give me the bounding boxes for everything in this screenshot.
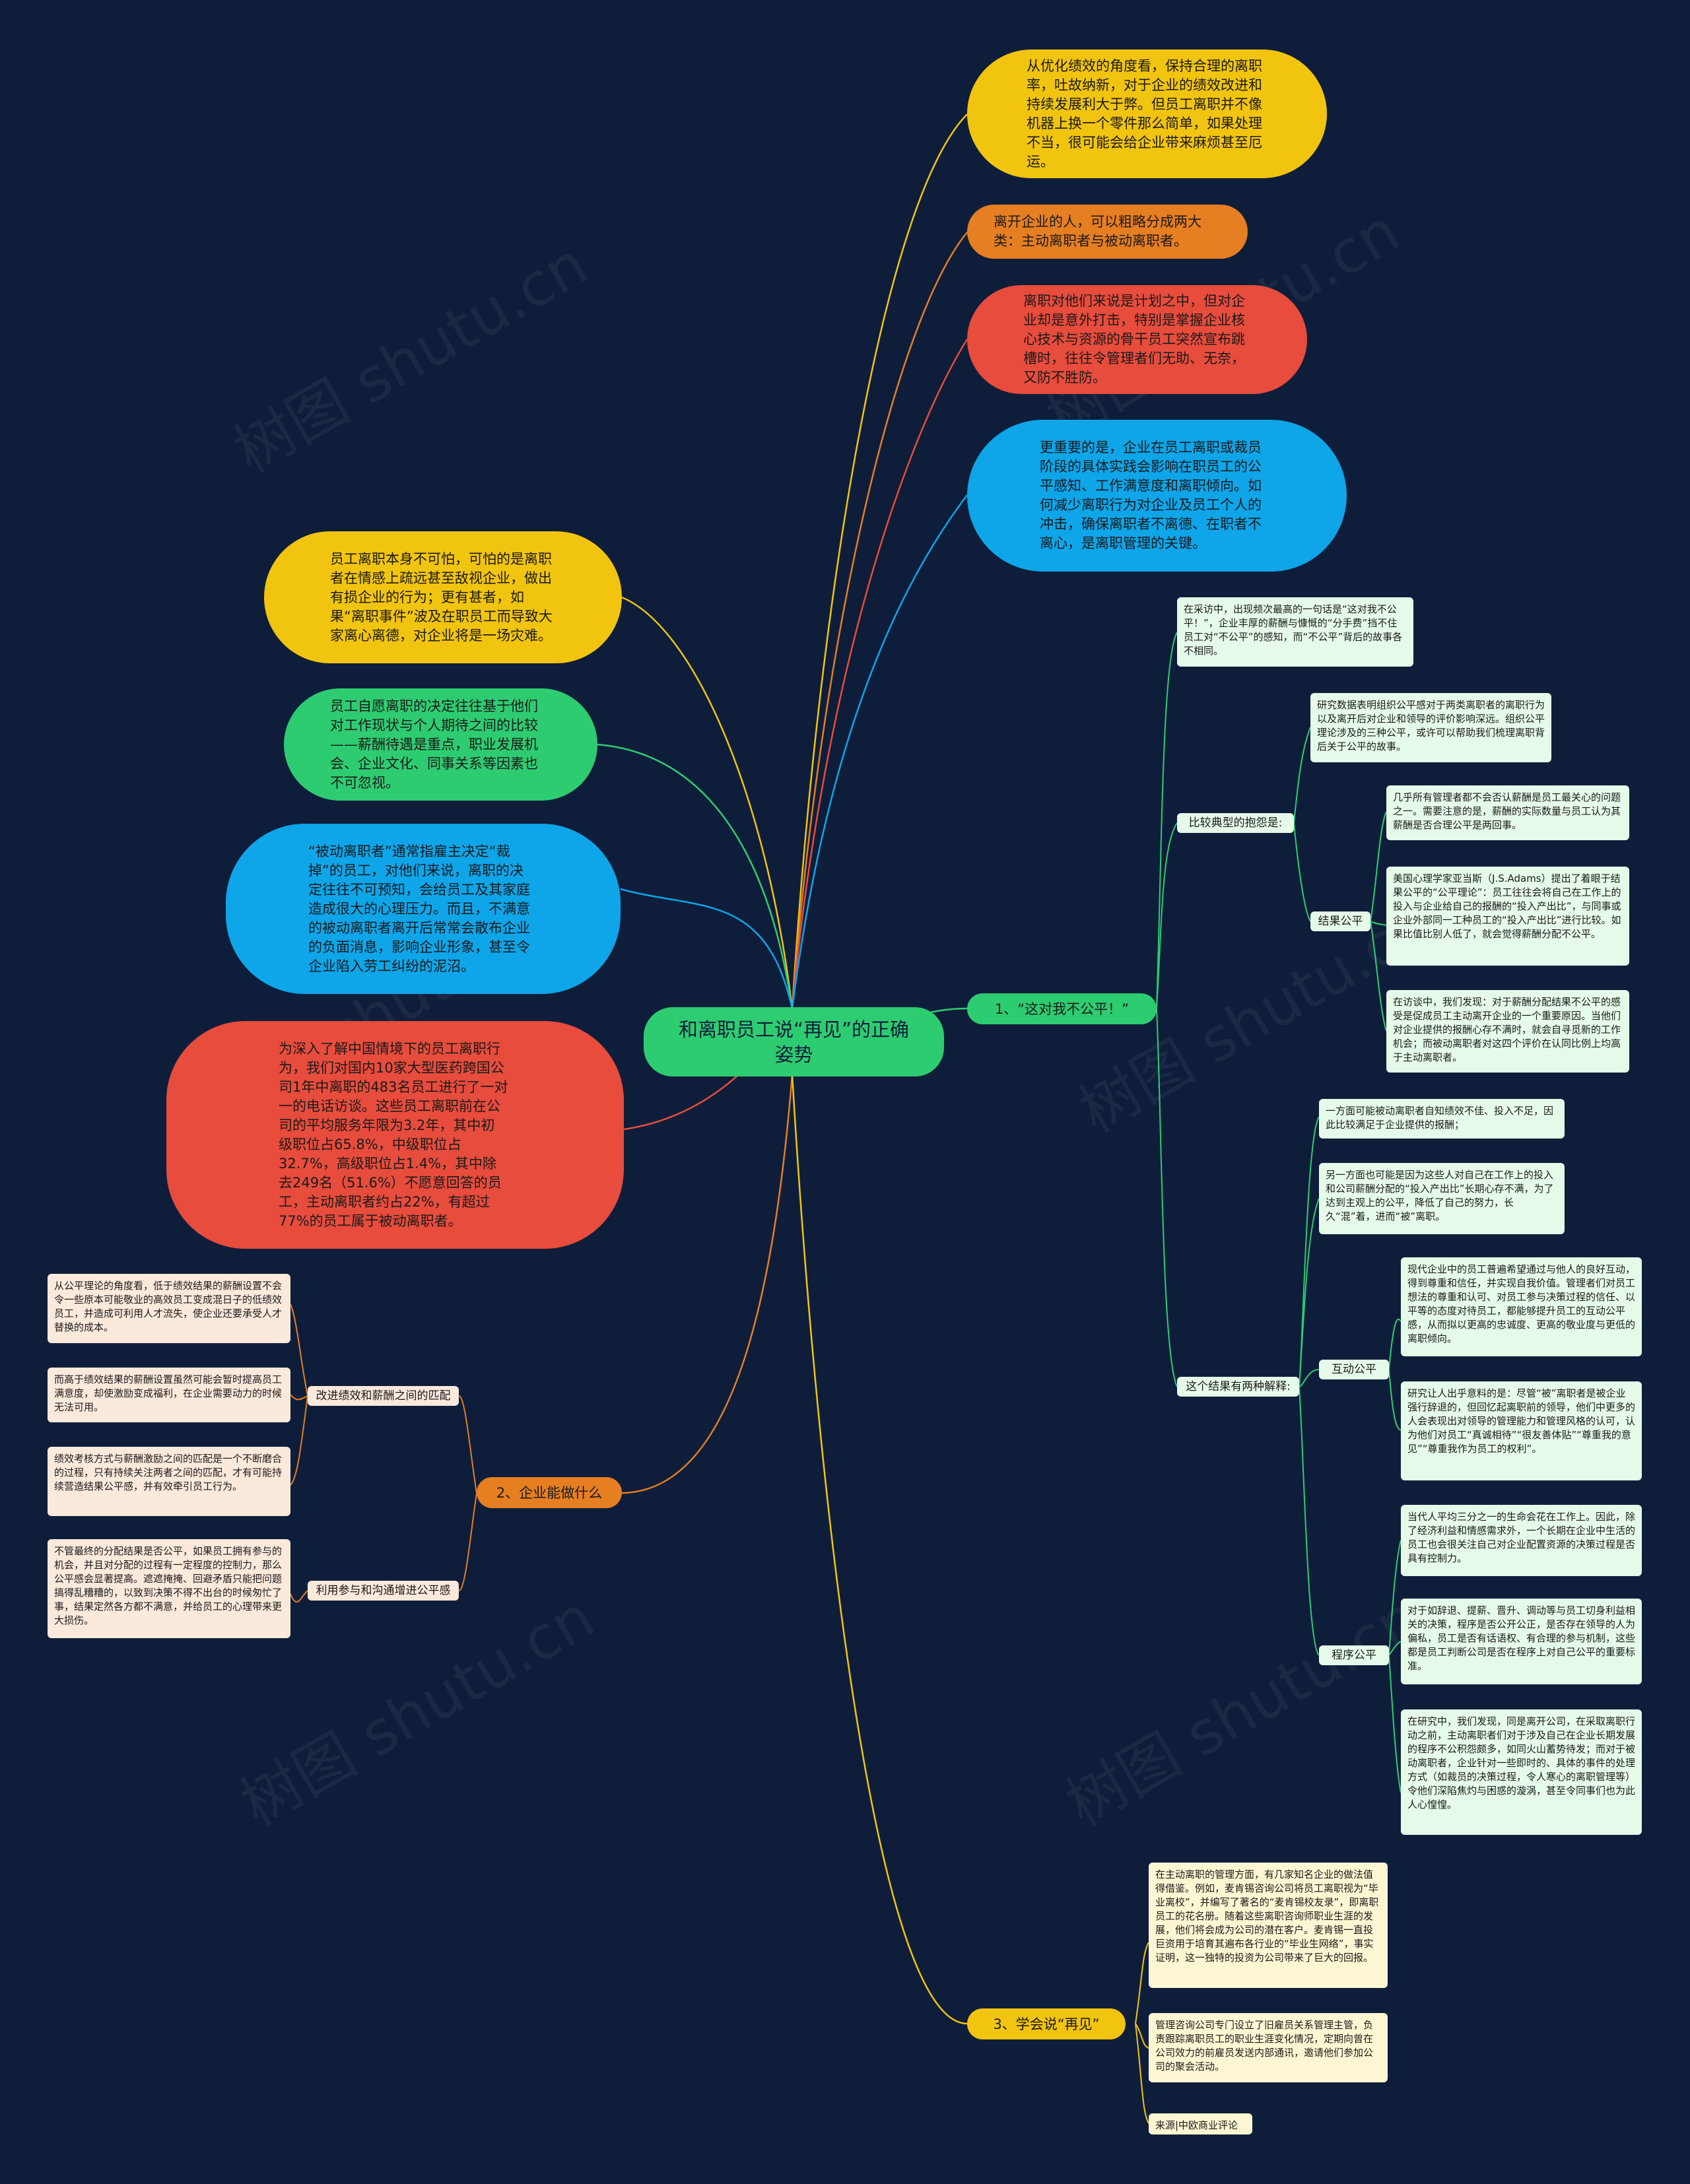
say-goodbye-item-1: 在主动离职的管理方面，有几家知名企业的做法值得借鉴。例如，麦肯锡咨询公司将员工离…	[1149, 1863, 1388, 1988]
left-bubble-4[interactable]: 为深入了解中国情境下的员工离职行为，我们对国内10家大型医药跨国公司1年中离职的…	[166, 1021, 624, 1249]
performance-pay-item-3: 绩效考核方式与薪酬激励之间的匹配是一个不断磨合的过程，只有持续关注两者之间的匹配…	[48, 1447, 290, 1516]
right-bubble-3-text: 离职对他们来说是计划之中，但对企业却是意外打击，特别是掌握企业核心技术与资源的骨…	[1023, 293, 1245, 385]
outcome-fairness-label[interactable]: 结果公平	[1310, 911, 1370, 931]
participation-item-1: 不管最终的分配结果是否公平，如果员工拥有参与的机会，并且对分配的过程有一定程度的…	[48, 1539, 290, 1638]
center-topic-label: 和离职员工说“再见”的正确姿势	[678, 1018, 910, 1066]
interactive-item-2: 研究让人出乎意料的是：尽管“被”离职者是被企业强行辞退的，但回忆起离职前的领导，…	[1401, 1381, 1642, 1480]
left-bubble-4-text: 为深入了解中国情境下的员工离职行为，我们对国内10家大型医药跨国公司1年中离职的…	[279, 1040, 508, 1229]
left-bubble-1[interactable]: 员工离职本身不可怕，可怕的是离职者在情感上疏远甚至敌视企业，做出有损企业的行为；…	[264, 531, 622, 663]
left-bubble-1-text: 员工离职本身不可怕，可怕的是离职者在情感上疏远甚至敌视企业，做出有损企业的行为；…	[330, 550, 553, 644]
outcome-item-3: 在访谈中，我们发现：对于薪酬分配结果不公平的感受是促成员工主动离开企业的一个重要…	[1386, 990, 1629, 1073]
procedural-fairness-label[interactable]: 程序公平	[1319, 1645, 1389, 1665]
research-note: 研究数据表明组织公平感对于两类离职者的离职行为以及离开后对企业和领导的评价影响深…	[1310, 693, 1551, 762]
branch-unfair[interactable]: 1、“这对我不公平！”	[967, 993, 1157, 1024]
participation-label[interactable]: 利用参与和沟通增进公平感	[308, 1581, 459, 1601]
right-bubble-4-text: 更重要的是，企业在员工离职或裁员阶段的具体实践会影响在职员工的公平感知、工作满意…	[1040, 440, 1262, 551]
procedural-item-3: 在研究中，我们发现，同是离开公司，在采取离职行动之前，主动离职者们对于涉及自己在…	[1401, 1709, 1642, 1835]
right-bubble-2-text: 离开企业的人，可以粗略分成两大类：主动离职者与被动离职者。	[994, 214, 1201, 249]
performance-pay-item-1: 从公平理论的角度看，低于绩效结果的薪酬设置不会令一些原本可能敬业的高效员工变成混…	[48, 1274, 290, 1343]
complaints-label[interactable]: 比较典型的抱怨是:	[1177, 813, 1294, 833]
interactive-fairness-label[interactable]: 互动公平	[1319, 1360, 1389, 1379]
branch-company-actions-label: 2、企业能做什么	[496, 1484, 603, 1501]
results-label[interactable]: 这个结果有两种解释:	[1177, 1377, 1299, 1397]
right-bubble-1[interactable]: 从优化绩效的角度看，保持合理的离职率，吐故纳新，对于企业的绩效改进和持续发展利大…	[967, 50, 1327, 178]
right-bubble-2[interactable]: 离开企业的人，可以粗略分成两大类：主动离职者与被动离职者。	[967, 205, 1248, 259]
left-bubble-2-text: 员工自愿离职的决定往往基于他们对工作现状与个人期待之间的比较——薪酬待遇是重点，…	[330, 698, 538, 791]
interactive-item-1: 现代企业中的员工普遍希望通过与他人的良好互动，得到尊重和信任，并实现自我价值。管…	[1401, 1257, 1642, 1356]
results-item-1: 一方面可能被动离职者自知绩效不佳、投入不足，因此比较满足于企业提供的报酬；	[1319, 1099, 1565, 1139]
left-bubble-2[interactable]: 员工自愿离职的决定往往基于他们对工作现状与个人期待之间的比较——薪酬待遇是重点，…	[284, 688, 597, 801]
branch-say-goodbye-label: 3、学会说“再见”	[993, 2016, 1100, 2032]
branch-unfair-intro: 在采访中，出现频次最高的一句话是“这对我不公平！”，企业丰厚的薪酬与慷慨的“分手…	[1177, 597, 1413, 667]
left-bubble-3-text: “被动离职者”通常指雇主决定“裁掉”的员工，对他们来说，离职的决定往往不可预知，…	[308, 843, 530, 974]
procedural-item-1: 当代人平均三分之一的生命会花在工作上。因此，除了经济利益和情感需求外，一个长期在…	[1401, 1505, 1642, 1576]
results-item-2: 另一方面也可能是因为这些人对自己在工作上的投入和公司薪酬分配的“投入产出比”长期…	[1319, 1163, 1565, 1234]
source-note: 来源|中欧商业评论	[1149, 2113, 1252, 2134]
outcome-item-2: 美国心理学家亚当斯（J.S.Adams）提出了着眼于结果公平的“公平理论”：员工…	[1386, 867, 1629, 966]
branch-unfair-label: 1、“这对我不公平！”	[994, 1001, 1130, 1017]
outcome-item-1: 几乎所有管理者都不会否认薪酬是员工最关心的问题之一。需要注意的是，薪酬的实际数量…	[1386, 785, 1629, 840]
say-goodbye-item-2: 管理咨询公司专门设立了旧雇员关系管理主管，负责跟踪离职员工的职业生涯变化情况，定…	[1149, 2013, 1388, 2082]
branch-say-goodbye[interactable]: 3、学会说“再见”	[967, 2008, 1126, 2039]
branch-company-actions[interactable]: 2、企业能做什么	[477, 1477, 622, 1508]
right-bubble-4[interactable]: 更重要的是，企业在员工离职或裁员阶段的具体实践会影响在职员工的公平感知、工作满意…	[967, 420, 1347, 572]
center-topic[interactable]: 和离职员工说“再见”的正确姿势	[644, 1007, 944, 1076]
left-bubble-3[interactable]: “被动离职者”通常指雇主决定“裁掉”的员工，对他们来说，离职的决定往往不可预知，…	[226, 824, 621, 994]
right-bubble-3[interactable]: 离职对他们来说是计划之中，但对企业却是意外打击，特别是掌握企业核心技术与资源的骨…	[967, 285, 1307, 394]
right-bubble-1-text: 从优化绩效的角度看，保持合理的离职率，吐故纳新，对于企业的绩效改进和持续发展利大…	[1027, 57, 1262, 170]
performance-pay-match-label[interactable]: 改进绩效和薪酬之间的匹配	[308, 1386, 459, 1406]
procedural-item-2: 对于如辞退、提薪、晋升、调动等与员工切身利益相关的决策，程序是否公开公正，是否存…	[1401, 1599, 1642, 1684]
performance-pay-item-2: 而高于绩效结果的薪酬设置虽然可能会暂时提高员工满意度，却使激励变成福利，在企业需…	[48, 1368, 290, 1422]
